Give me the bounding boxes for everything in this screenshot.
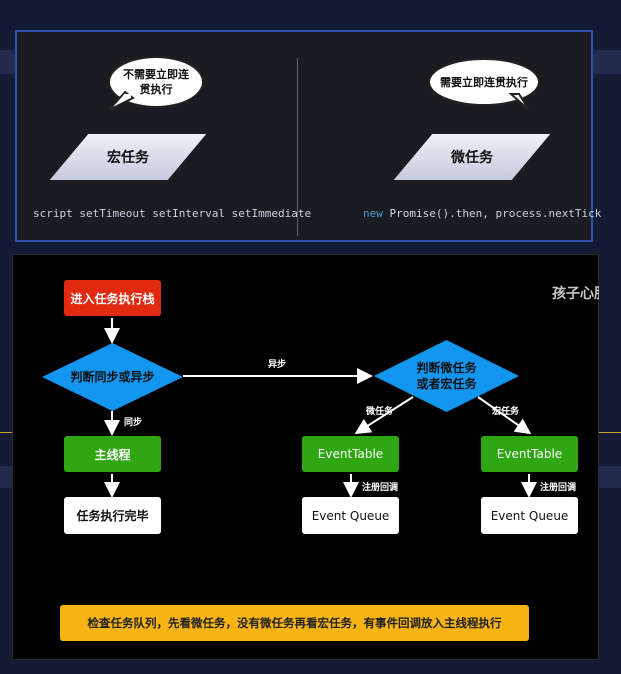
summary-banner: 检查任务队列，先看微任务，没有微任务再看宏任务，有事件回调放入主线程执行 bbox=[60, 605, 529, 641]
event-table-right-label: EventTable bbox=[496, 447, 563, 461]
code-class: Promise bbox=[389, 207, 436, 220]
code-rest: ().then, process.nextTick bbox=[435, 207, 602, 220]
start-node-label: 进入任务执行栈 bbox=[70, 291, 155, 306]
event-queue-right-label: Event Queue bbox=[490, 508, 569, 523]
event-table-left-label: EventTable bbox=[317, 447, 384, 461]
decision-micro-macro-label: 判断微任务 或者宏任务 bbox=[416, 361, 477, 391]
macro-bubble-tail bbox=[108, 90, 135, 111]
micro-task-label: 微任务 bbox=[451, 150, 493, 166]
event-queue-right: Event Queue bbox=[481, 497, 578, 534]
edge-label-sync: 同步 bbox=[124, 418, 143, 428]
decision-sync-async-label: 判断同步或异步 bbox=[70, 370, 155, 384]
macro-bubble-line2: 贯执行 bbox=[139, 83, 173, 96]
edge-label-macro: 宏任务 bbox=[492, 407, 520, 417]
macro-task-apis: script setTimeout setInterval setImmedia… bbox=[33, 207, 312, 220]
event-table-left: EventTable bbox=[302, 436, 399, 472]
edge-label-micro: 微任务 bbox=[366, 407, 394, 417]
arrow-micro bbox=[354, 396, 414, 435]
macro-bubble-line1: 不需要立即连 bbox=[123, 68, 189, 81]
main-thread-node: 主线程 bbox=[64, 436, 161, 472]
event-queue-left-label: Event Queue bbox=[311, 508, 390, 523]
watermark: 孩子心肝 bbox=[552, 286, 599, 302]
decision-micro-macro bbox=[374, 340, 519, 412]
micro-bubble-text: 需要立即连贯执行 bbox=[440, 75, 528, 89]
edge-label-register-right: 注册回调 bbox=[540, 483, 577, 493]
task-done-node: 任务执行完毕 bbox=[64, 497, 161, 534]
main-thread-label: 主线程 bbox=[94, 447, 131, 462]
summary-text: 检查任务队列，先看微任务，没有微任务再看宏任务，有事件回调放入主线程执行 bbox=[87, 616, 502, 630]
decision-sync-async bbox=[42, 343, 183, 411]
micro-bubble-tail bbox=[508, 93, 530, 111]
event-queue-left: Event Queue bbox=[302, 497, 399, 534]
edge-label-async: 异步 bbox=[268, 360, 287, 370]
arrow-macro bbox=[477, 396, 532, 435]
event-table-right: EventTable bbox=[481, 436, 578, 472]
task-types-panel: 不需要立即连 贯执行 宏任务 script setTimeout setInte… bbox=[15, 30, 601, 242]
edge-label-register-left: 注册回调 bbox=[362, 483, 399, 493]
task-done-label: 任务执行完毕 bbox=[76, 509, 149, 523]
micro-task-shape: 微任务 bbox=[393, 134, 551, 180]
macro-task-label: 宏任务 bbox=[107, 150, 149, 166]
micro-task-apis: new Promise().then, process.nextTick bbox=[363, 207, 601, 220]
panel-divider bbox=[297, 58, 298, 236]
code-keyword: new bbox=[363, 207, 383, 220]
macro-task-shape: 宏任务 bbox=[49, 134, 207, 180]
start-node: 进入任务执行栈 bbox=[64, 280, 161, 316]
